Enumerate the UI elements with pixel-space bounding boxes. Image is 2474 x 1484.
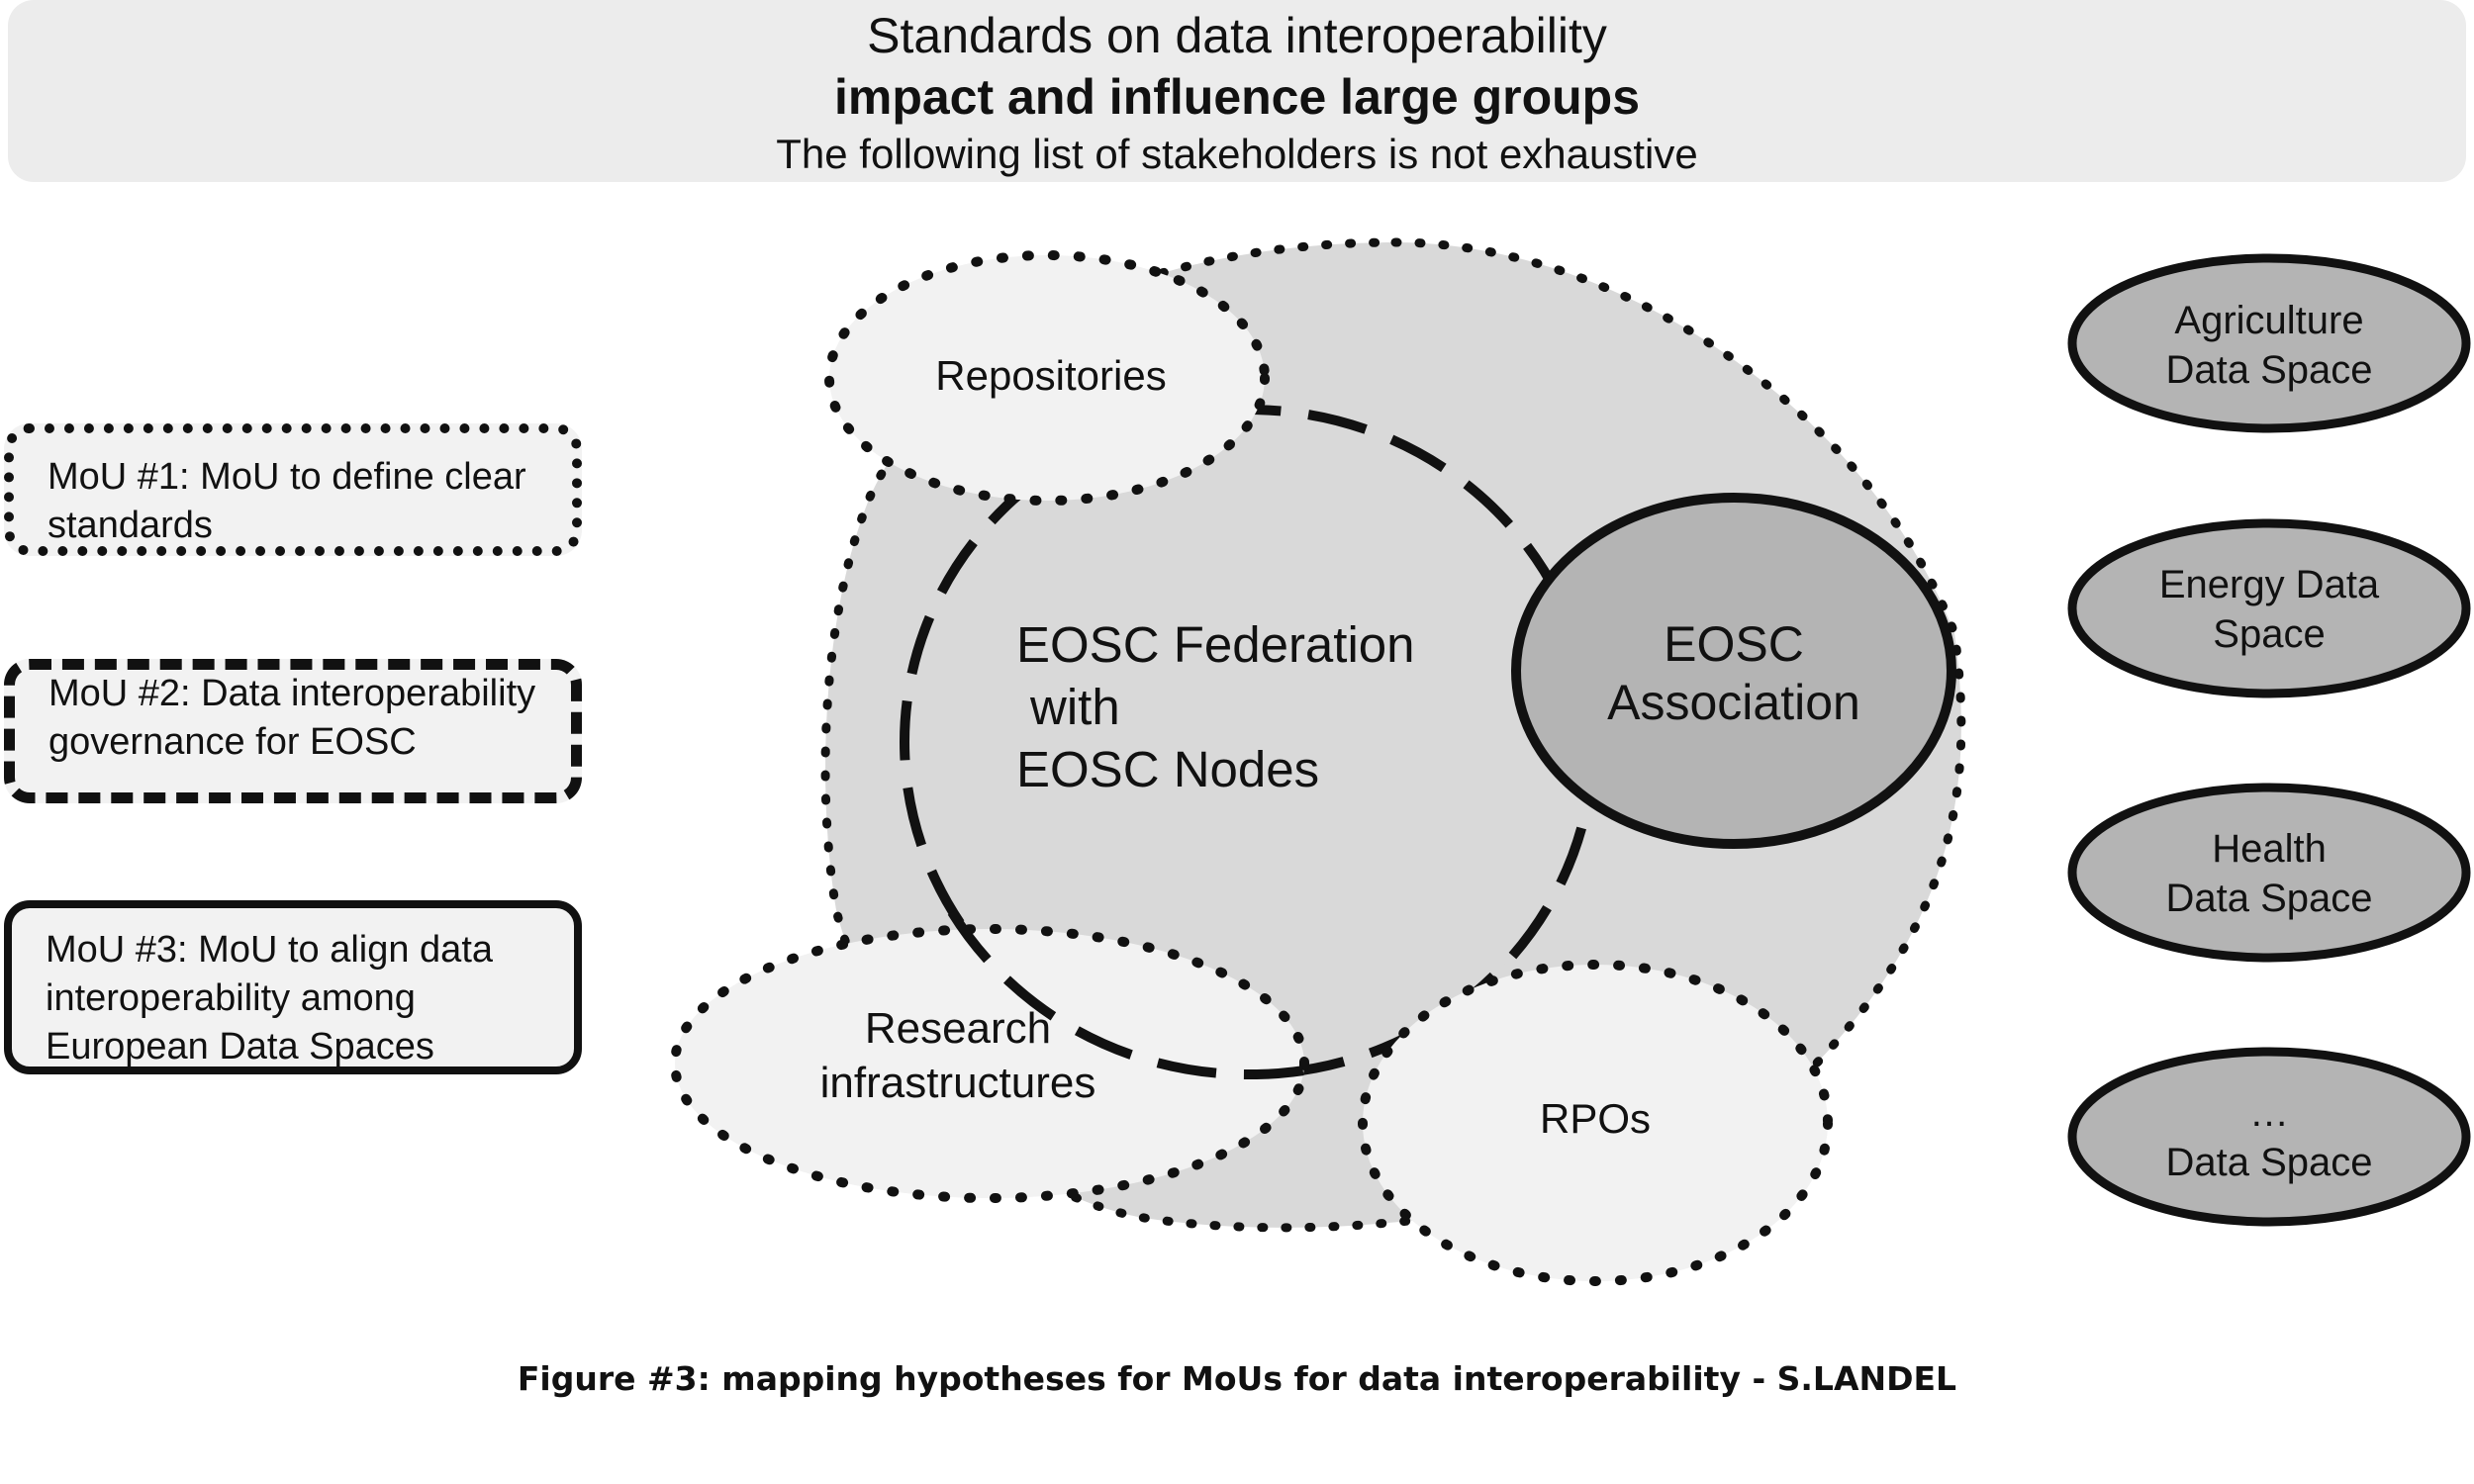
federation-label-2: with xyxy=(1029,679,1120,735)
data-space-energy-label-2: Space xyxy=(2213,612,2325,656)
data-space-other-ellipse xyxy=(2067,1047,2471,1227)
federation-label-3: EOSC Nodes xyxy=(1016,741,1319,797)
mou-2-box: MoU #2: Data interoperability governance… xyxy=(4,659,582,803)
data-space-other-label-2: Data Space xyxy=(2165,1141,2372,1184)
research-infra-label-2: infrastructures xyxy=(820,1059,1096,1107)
data-space-energy-ellipse xyxy=(2067,518,2471,698)
data-space-health-label-1: Health xyxy=(2212,827,2327,871)
header-banner: Standards on data interoperability impac… xyxy=(8,0,2466,182)
data-space-energy-label-1: Energy Data xyxy=(2159,563,2380,606)
research-infrastructures-ellipse xyxy=(670,924,1309,1203)
repositories-ellipse xyxy=(824,250,1270,506)
eosc-federation-arc xyxy=(947,909,1317,1080)
rpos-label: RPOs xyxy=(1540,1095,1651,1142)
mou-1-box: MoU #1: MoU to define clear standards xyxy=(4,423,582,556)
data-space-agriculture-ellipse xyxy=(2067,253,2471,433)
data-space-health-label-2: Data Space xyxy=(2165,877,2372,920)
data-space-agriculture-label-1: Agriculture xyxy=(2174,299,2363,342)
association-label-2: Association xyxy=(1607,675,1860,730)
mou-3-box: MoU #3: MoU to align data interoperabili… xyxy=(4,900,582,1074)
header-title: Standards on data interoperability xyxy=(867,8,1607,63)
header-subtitle: impact and influence large groups xyxy=(833,69,1641,125)
data-space-other-label-1: … xyxy=(2249,1091,2289,1135)
eosc-association-ellipse xyxy=(1511,493,1956,849)
association-label-1: EOSC xyxy=(1664,616,1804,672)
research-infra-label-1: Research xyxy=(865,1004,1051,1053)
federation-label-1: EOSC Federation xyxy=(1016,616,1415,673)
data-space-agriculture-label-2: Data Space xyxy=(2165,348,2372,392)
header-note: The following list of stakeholders is no… xyxy=(776,131,1698,177)
rpos-ellipse xyxy=(1358,960,1833,1286)
repositories-label: Repositories xyxy=(935,352,1166,399)
data-space-health-ellipse xyxy=(2067,783,2471,963)
figure-caption: Figure #3: mapping hypotheses for MoUs f… xyxy=(517,1359,1957,1398)
